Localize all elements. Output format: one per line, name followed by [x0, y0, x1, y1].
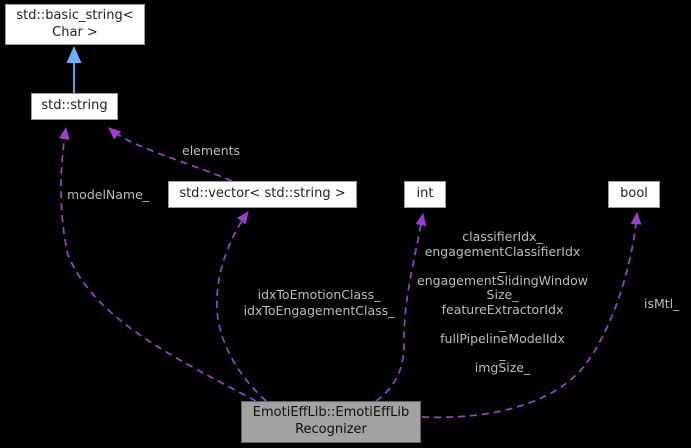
- class-node-std-string[interactable]: std::string: [31, 93, 118, 120]
- edge-label-modelname: modelName_: [67, 187, 150, 202]
- edge-label-ismtl: isMtl_: [644, 296, 680, 311]
- edge-idx-maps: [216, 211, 267, 402]
- class-node-std-basic-string[interactable]: std::basic_string< Char >: [5, 4, 145, 45]
- edge-ismtl: [421, 212, 642, 419]
- class-node-bool[interactable]: bool: [608, 181, 660, 208]
- edge-label-idx-maps: idxToEmotionClass_ idxToEngagementClass_: [243, 287, 395, 318]
- edge-elements: [108, 127, 233, 182]
- edge-int-members: [375, 213, 427, 402]
- edge-inheritance-string-basicstring: [66, 46, 82, 94]
- class-node-int[interactable]: int: [404, 181, 446, 208]
- edge-modelname: [58, 127, 257, 402]
- edge-label-int-members: classifierIdx_ engagementClassifierIdx _…: [417, 229, 588, 376]
- class-node-std-vector-string[interactable]: std::vector< std::string >: [168, 181, 357, 208]
- edge-label-elements: elements: [182, 143, 241, 158]
- class-node-emotiefflib-recognizer: EmotiEffLib::EmotiEffLib Recognizer: [241, 401, 421, 443]
